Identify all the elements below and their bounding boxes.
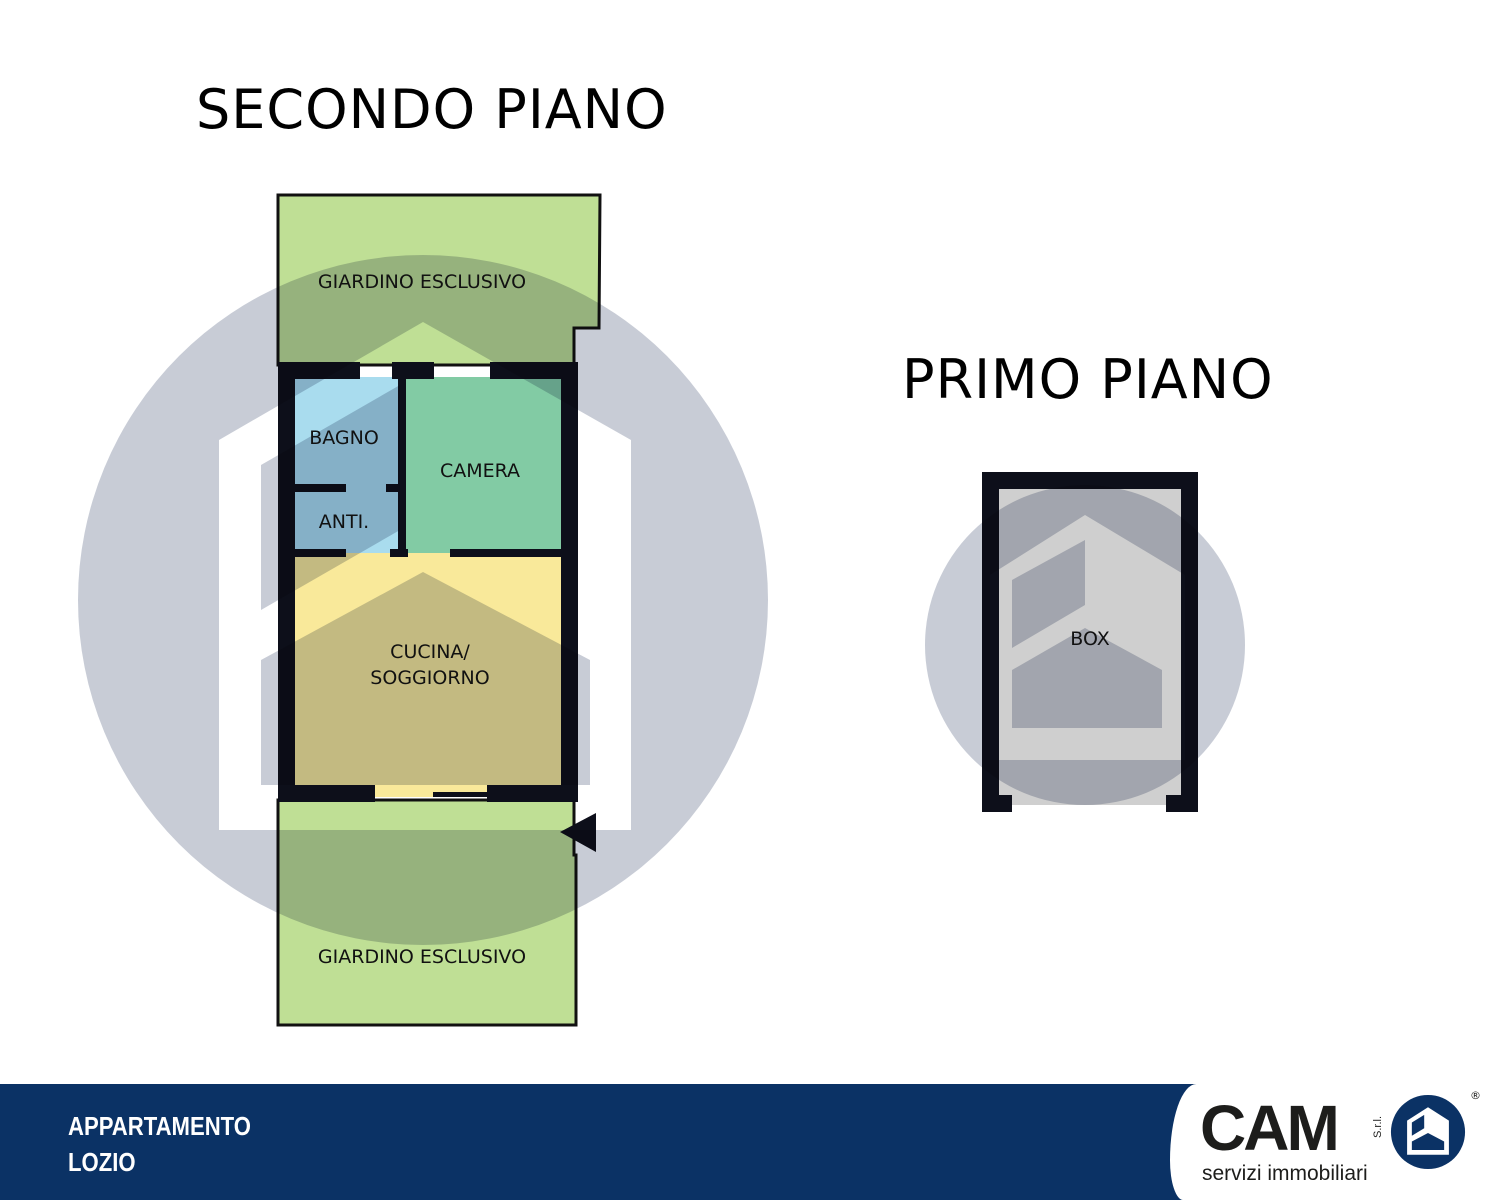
cam-logo: CAM S.r.l. servizi immobiliari ®	[1200, 1090, 1490, 1190]
label-bagno: BAGNO	[309, 427, 379, 449]
property-location: LOZIO	[68, 1147, 136, 1177]
label-garden-top: GIARDINO ESCLUSIVO	[318, 271, 526, 293]
label-garden-bottom: GIARDINO ESCLUSIVO	[318, 946, 526, 968]
first-floor-title: PRIMO PIANO	[902, 348, 1274, 411]
house-logo-icon	[1390, 1094, 1466, 1170]
label-cucina-line1: CUCINA/	[390, 641, 470, 663]
label-cucina-line2: SOGGIORNO	[370, 667, 489, 689]
label-camera: CAMERA	[440, 460, 520, 482]
floor-plan: GIARDINO ESCLUSIVO BAGNO ANTI. CAMERA CU…	[0, 0, 1500, 1084]
registered-mark: ®	[1470, 1089, 1481, 1102]
property-type: APPARTAMENTO	[68, 1111, 251, 1141]
logo-tagline: servizi immobiliari	[1202, 1162, 1368, 1185]
label-box: BOX	[1070, 628, 1109, 650]
label-anti: ANTI.	[319, 511, 369, 533]
logo-brand: CAM	[1200, 1092, 1340, 1164]
watermark-logo-box	[0, 0, 1500, 1084]
logo-suffix: S.r.l.	[1372, 1115, 1384, 1138]
second-floor-title: SECONDO PIANO	[196, 78, 668, 141]
